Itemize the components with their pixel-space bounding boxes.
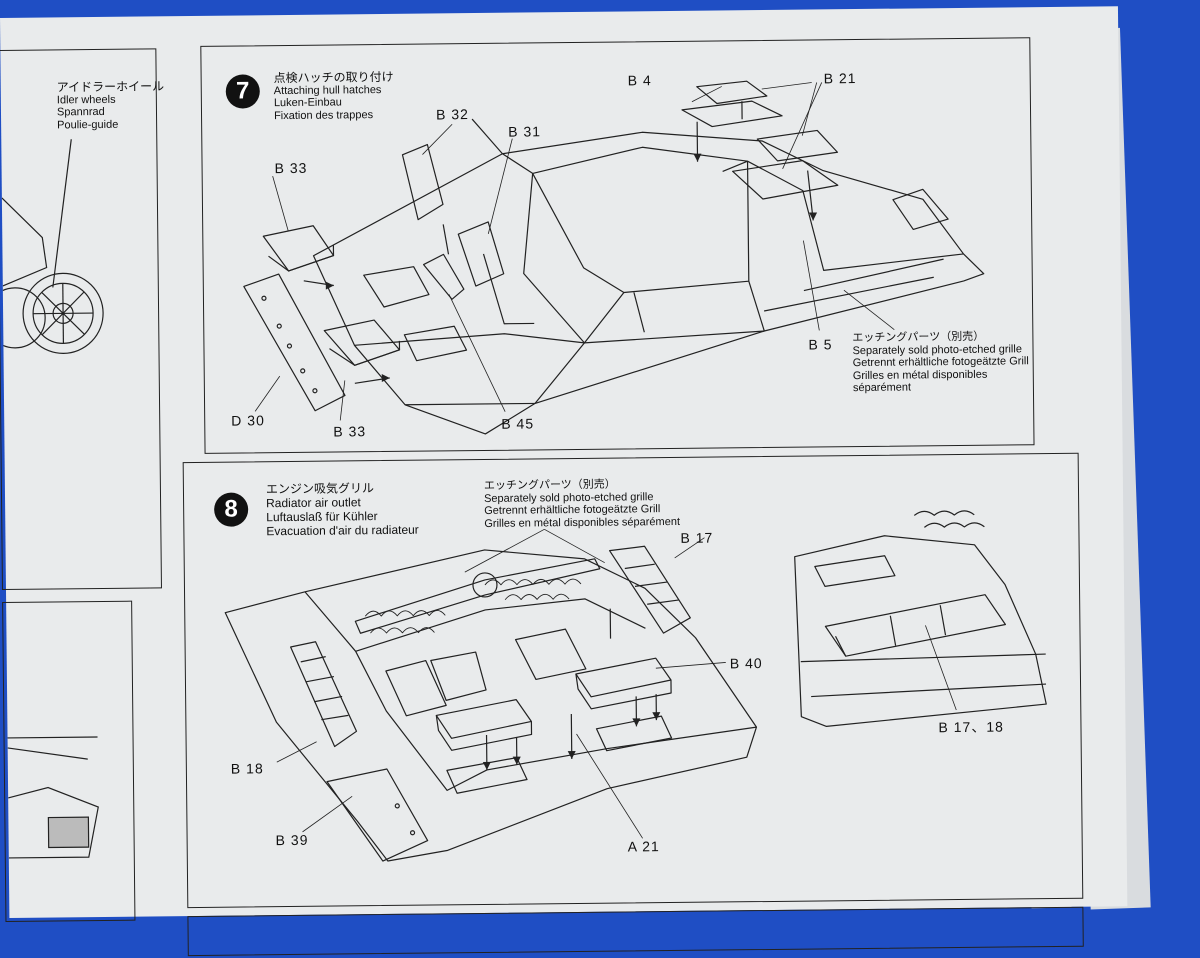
part-b5: B 5 [808, 336, 833, 353]
part-b31: B 31 [508, 123, 542, 140]
part-b33-bottom: B 33 [333, 423, 367, 440]
part-b18: B 18 [230, 760, 264, 777]
part-b17-18: B 17、18 [938, 718, 1004, 736]
next-step-panel [187, 906, 1084, 957]
part-b45: B 45 [501, 415, 535, 432]
part-b33-top: B 33 [274, 159, 308, 177]
part-b4: B 4 [627, 72, 652, 89]
part-b39: B 39 [275, 831, 309, 849]
step-8-diagram [224, 510, 1047, 862]
step-8-photoetch-note: エッチングパーツ（別売） Separately sold photo-etche… [483, 478, 681, 530]
idler-wheel-drawing [0, 139, 104, 859]
step-7-diagram [243, 80, 985, 435]
part-b32: B 32 [435, 106, 469, 123]
part-b21: B 21 [823, 70, 857, 87]
step-8-title: エンジン吸気グリル Radiator air outlet Luftauslaß… [265, 481, 419, 539]
step-8-panel: 8 エンジン吸気グリル Radiator air outlet Luftausl… [182, 452, 1084, 909]
step-8-number: 8 [213, 492, 249, 527]
part-d30: D 30 [231, 412, 265, 429]
part-a21: A 21 [627, 838, 660, 855]
step-7-photoetch-note: エッチングパーツ（別売） Separately sold photo-etche… [852, 330, 1029, 395]
instruction-sheet: アイドラーホイール Idler wheels Spannrad Poulie-g… [0, 6, 1128, 957]
step-7-title: 点検ハッチの取り付け Attaching hull hatches Luken-… [273, 69, 394, 122]
step-7-panel: 7 点検ハッチの取り付け Attaching hull hatches Luke… [200, 37, 1035, 454]
part-b40: B 40 [729, 655, 763, 672]
part-b17: B 17 [680, 529, 714, 546]
step-7-number: 7 [225, 74, 260, 109]
